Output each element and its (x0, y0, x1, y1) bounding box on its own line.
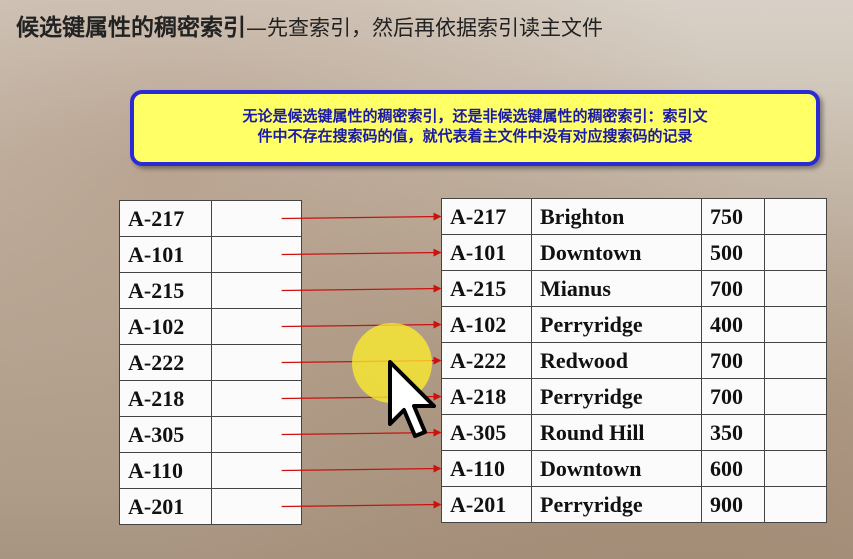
mouse-pointer-icon (388, 360, 436, 438)
index-row: A-218 (119, 380, 302, 417)
title-main: 候选键属性的稠密索引 (16, 15, 246, 41)
account-number-cell: A-305 (441, 414, 532, 451)
balance-cell: 750 (701, 198, 765, 235)
pointer-arrow (281, 464, 442, 473)
balance-cell: 400 (701, 306, 765, 343)
title-subtitle: —先查索引，然后再依据索引读主文件 (246, 16, 603, 40)
index-row: A-102 (119, 308, 302, 345)
account-number-cell: A-101 (441, 234, 532, 271)
account-number-cell: A-218 (441, 378, 532, 415)
branch-name-cell: Perryridge (531, 306, 702, 343)
index-key-cell: A-110 (119, 452, 212, 489)
account-number-cell: A-110 (441, 450, 532, 487)
pointer-arrow (281, 500, 442, 509)
balance-cell: 350 (701, 414, 765, 451)
note-line-1: 无论是候选键属性的稠密索引，还是非候选键属性的稠密索引：索引文 (242, 107, 708, 125)
pointer-arrow (281, 212, 442, 221)
balance-cell: 500 (701, 234, 765, 271)
balance-cell: 700 (701, 270, 765, 307)
account-number-cell: A-201 (441, 486, 532, 523)
index-key-cell: A-218 (119, 380, 212, 417)
balance-cell: 700 (701, 378, 765, 415)
record-pointer-cell (764, 306, 827, 343)
pointer-arrow (281, 248, 442, 257)
branch-name-cell: Perryridge (531, 378, 702, 415)
branch-name-cell: Redwood (531, 342, 702, 379)
branch-name-cell: Round Hill (531, 414, 702, 451)
pointer-arrow (281, 284, 442, 293)
account-number-cell: A-217 (441, 198, 532, 235)
branch-name-cell: Downtown (531, 450, 702, 487)
branch-name-cell: Downtown (531, 234, 702, 271)
branch-name-cell: Perryridge (531, 486, 702, 523)
note-line-2: 件中不存在搜索码的值，就代表着主文件中没有对应搜索码的记录 (257, 127, 693, 145)
record-pointer-cell (764, 342, 827, 379)
record-pointer-cell (764, 198, 827, 235)
slide-title: 候选键属性的稠密索引—先查索引，然后再依据索引读主文件 (16, 8, 603, 42)
record-pointer-cell (764, 486, 827, 523)
index-key-cell: A-201 (119, 488, 212, 525)
record-pointer-cell (764, 270, 827, 307)
balance-cell: 700 (701, 342, 765, 379)
record-pointer-cell (764, 378, 827, 415)
pointer-arrow (281, 320, 442, 329)
balance-cell: 900 (701, 486, 765, 523)
balance-cell: 600 (701, 450, 765, 487)
index-key-cell: A-102 (119, 308, 212, 345)
note-callout: 无论是候选键属性的稠密索引，还是非候选键属性的稠密索引：索引文 件中不存在搜索码… (130, 90, 820, 166)
account-number-cell: A-222 (441, 342, 532, 379)
